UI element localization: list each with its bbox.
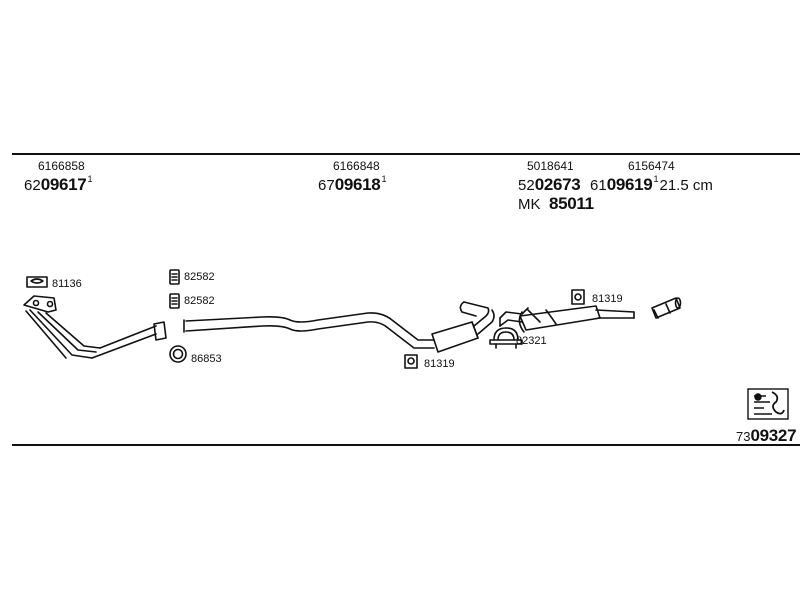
footer-code: 09327 [750, 426, 797, 445]
clamp-82321 [489, 327, 523, 349]
middle-silencer [431, 301, 495, 353]
part-ref-1[interactable]: 62096171 [24, 174, 93, 194]
bottom-rule [12, 444, 800, 446]
gasket-82582-b [169, 293, 180, 309]
part-ref-3-small: 5018641 [527, 159, 574, 173]
ring-86853 [169, 345, 187, 363]
part-ref-4-sup: 1 [653, 174, 659, 184]
mk-ref[interactable]: MK 85011 [518, 195, 594, 213]
part-ref-1-code: 09617 [40, 175, 87, 194]
part-ref-2-prefix: 67 [318, 177, 335, 194]
footer-prefix: 73 [736, 429, 751, 444]
mk-code: 85011 [548, 194, 594, 213]
label-82582-a[interactable]: 82582 [184, 271, 215, 283]
tail-pipe [651, 297, 682, 319]
tools-icon [747, 388, 789, 420]
label-82321[interactable]: 82321 [516, 335, 547, 347]
rear-silencer [499, 305, 635, 333]
label-82582-b[interactable]: 82582 [184, 295, 215, 307]
part-ref-2-sup: 1 [381, 174, 387, 184]
part-ref-1-sup: 1 [87, 174, 93, 184]
part-ref-4-code: 09619 [606, 175, 653, 194]
part-ref-2-small: 6166848 [333, 159, 380, 173]
rubber-81319-mid [404, 354, 418, 369]
label-81136[interactable]: 81136 [52, 278, 82, 290]
label-81319-rear[interactable]: 81319 [592, 293, 623, 305]
part-ref-4-extra: 21.5 cm [659, 177, 713, 194]
footer-ref[interactable]: 7309327 [736, 426, 797, 445]
part-ref-2-code: 09618 [334, 175, 381, 194]
part-ref-1-small: 6166858 [38, 159, 85, 173]
front-clamp-81136 [26, 276, 48, 288]
part-ref-3[interactable]: 5202673 [518, 175, 581, 194]
top-rule [12, 153, 800, 155]
part-ref-2[interactable]: 67096181 [318, 174, 387, 194]
part-ref-3-code: 02673 [534, 175, 581, 194]
mk-prefix: MK [518, 196, 541, 213]
part-ref-4-prefix: 61 [590, 177, 607, 194]
part-ref-3-prefix: 52 [518, 177, 535, 194]
label-86853[interactable]: 86853 [191, 353, 222, 365]
rubber-81319-rear [571, 289, 585, 305]
label-81319-mid[interactable]: 81319 [424, 358, 455, 370]
middle-pipe [183, 312, 435, 349]
downpipe [23, 295, 167, 359]
gasket-82582-a [169, 269, 180, 285]
part-ref-4[interactable]: 6109619121.5 cm [590, 174, 713, 194]
part-ref-4-small: 6156474 [628, 159, 675, 173]
part-ref-1-prefix: 62 [24, 177, 41, 194]
